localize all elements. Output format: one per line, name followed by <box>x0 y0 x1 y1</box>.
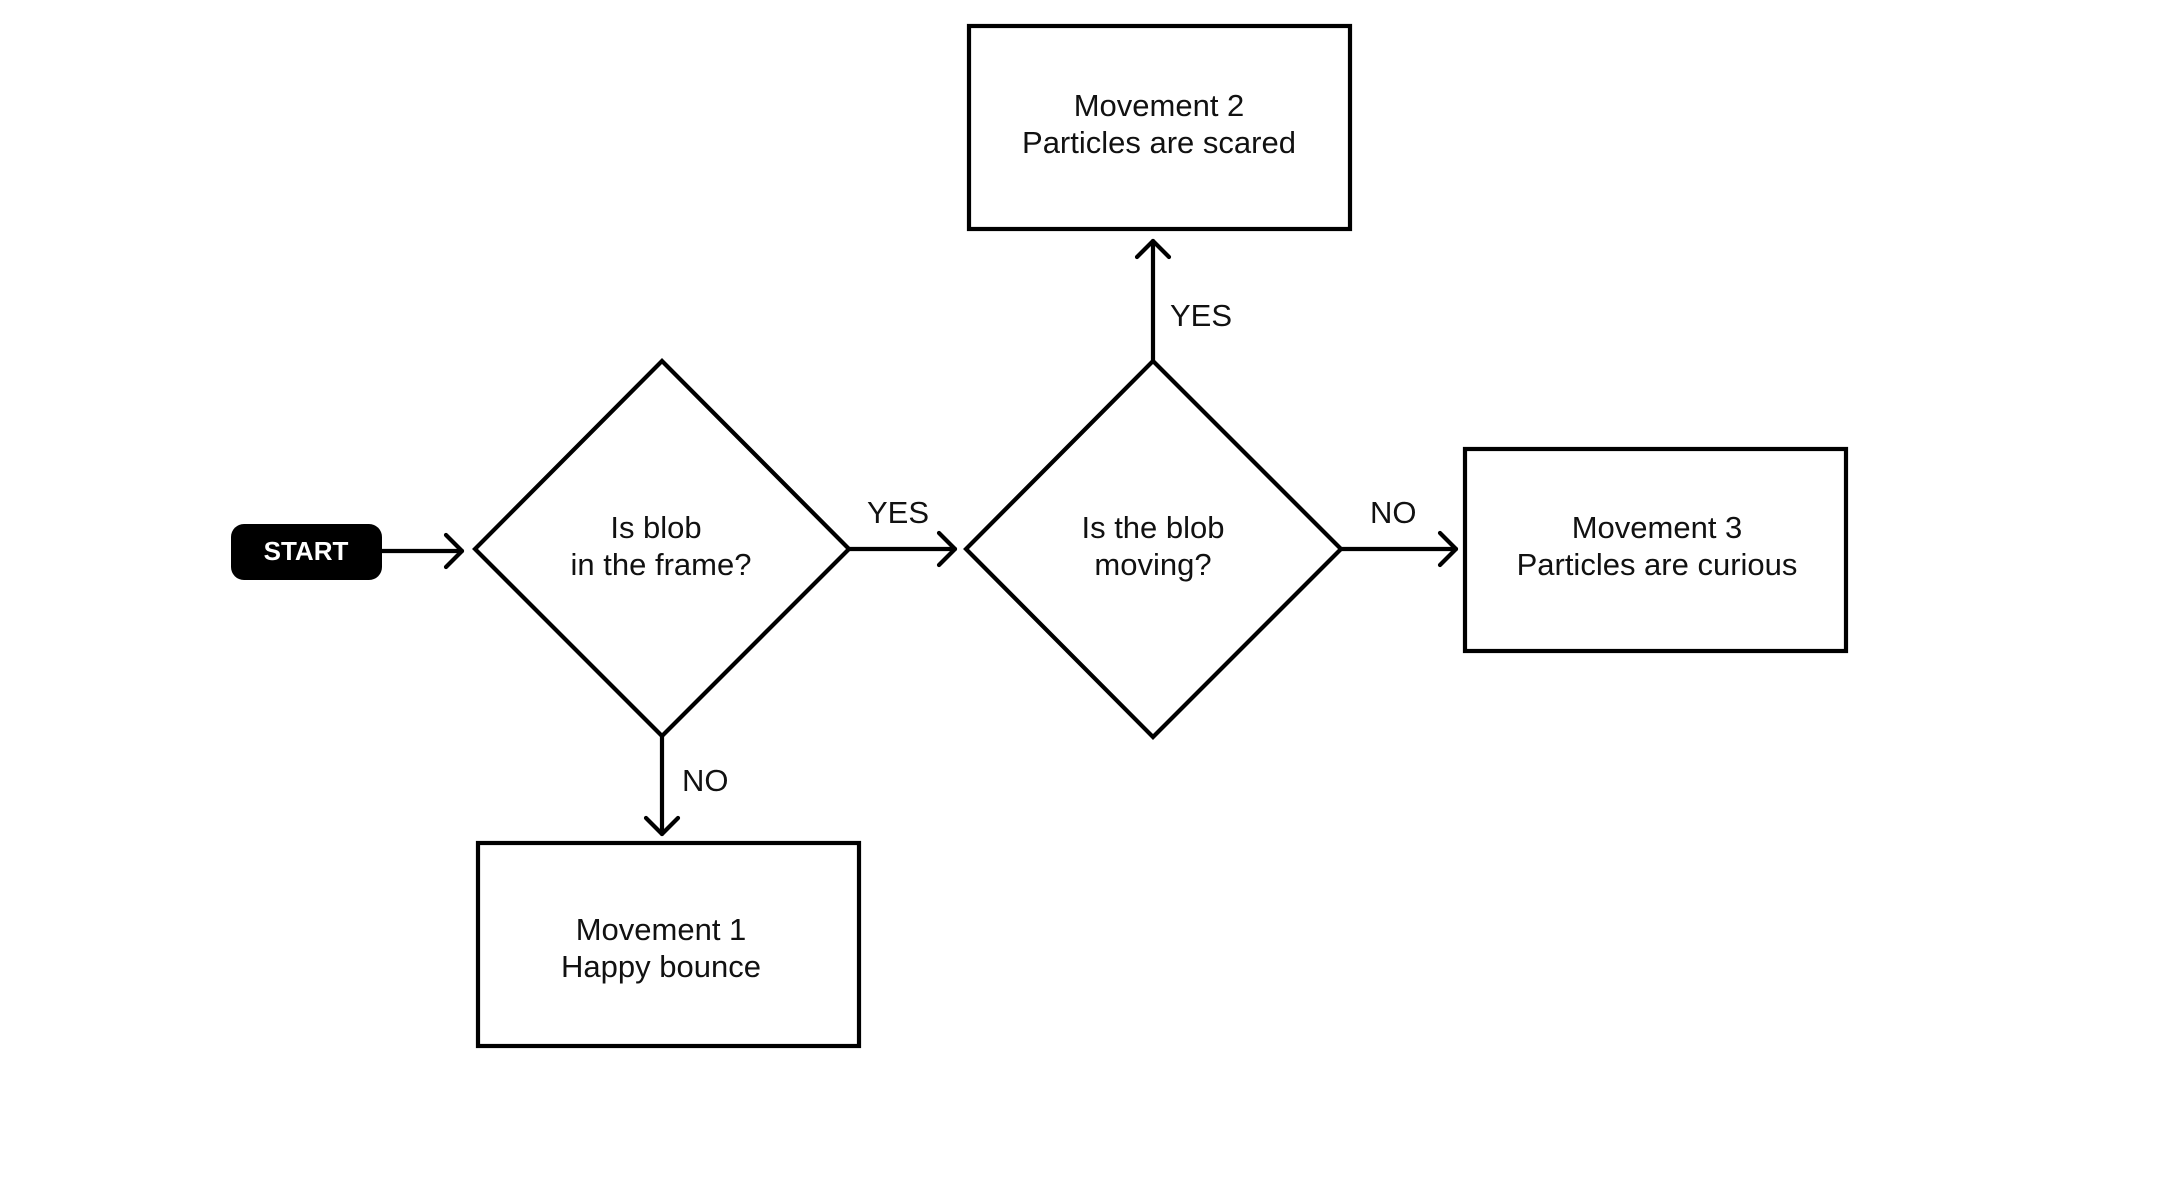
movement-title: Movement 2 <box>1074 88 1245 123</box>
decision-label-line2: in the frame? <box>571 547 752 582</box>
start-node: START <box>231 524 382 580</box>
connector-frame-no: NO <box>643 733 729 837</box>
connector-moving-yes: YES <box>1134 238 1232 364</box>
movement-description: Particles are scared <box>1022 125 1296 160</box>
connector-moving-no: NO <box>1338 495 1459 568</box>
edge-label-no: NO <box>1370 495 1417 530</box>
movement-2-box: Movement 2 Particles are scared <box>966 23 1353 232</box>
movement-1-box: Movement 1 Happy bounce <box>475 840 862 1049</box>
movement-title: Movement 3 <box>1572 510 1743 545</box>
arrowhead-right <box>936 530 958 568</box>
decision-label-line2: moving? <box>1094 547 1211 582</box>
start-pill <box>231 524 382 580</box>
arrowhead-down <box>643 815 681 837</box>
process-box <box>475 840 862 1049</box>
decision-label-line1: Is blob <box>610 510 701 545</box>
movement-3-box: Movement 3 Particles are curious <box>1462 446 1849 654</box>
decision-label-line1: Is the blob <box>1081 510 1224 545</box>
movement-description: Particles are curious <box>1517 547 1798 582</box>
decision-blob-moving: Is the blob moving? <box>963 358 1344 740</box>
connector-start-to-frame-check <box>379 532 465 570</box>
decision-blob-in-frame: Is blob in the frame? <box>472 358 852 739</box>
movement-title: Movement 1 <box>576 912 747 947</box>
edge-label-yes: YES <box>867 495 929 530</box>
process-box <box>1462 446 1849 654</box>
connector-frame-yes: YES <box>846 495 958 568</box>
edge-label-no: NO <box>682 763 729 798</box>
arrowhead-right <box>1437 530 1459 568</box>
start-label: START <box>264 536 349 566</box>
edge-label-yes: YES <box>1170 298 1232 333</box>
decision-diamond <box>963 358 1344 740</box>
process-box <box>966 23 1353 232</box>
arrowhead-right <box>443 532 465 570</box>
arrowhead-up <box>1134 238 1172 260</box>
movement-description: Happy bounce <box>561 949 761 984</box>
